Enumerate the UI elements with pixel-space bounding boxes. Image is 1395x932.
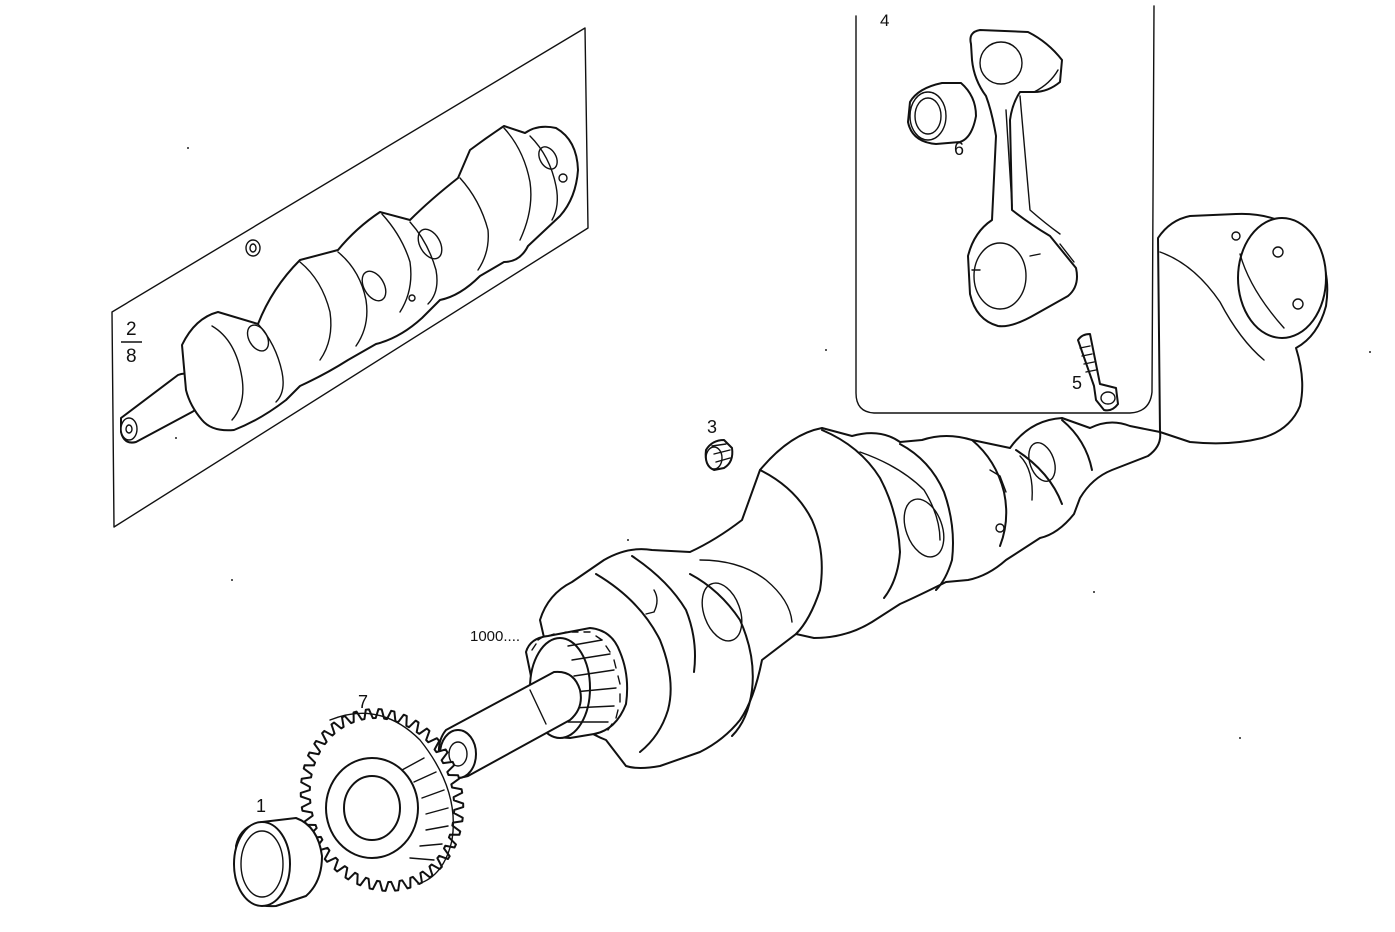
rod-bolt-5 xyxy=(1077,333,1119,412)
inset-crankshaft-drawing xyxy=(120,125,579,444)
callout-3: 3 xyxy=(707,417,717,437)
gear-7 xyxy=(299,708,465,892)
plug-3 xyxy=(704,439,734,471)
inset-small-plug xyxy=(245,239,261,257)
callout-6: 6 xyxy=(954,139,964,159)
inset-crankshaft-panel xyxy=(111,27,589,528)
main-crankshaft xyxy=(437,212,1329,779)
inset-conrod-panel xyxy=(855,5,1155,414)
callout-2: 2 xyxy=(126,319,137,340)
bearing-ring-1 xyxy=(233,817,323,908)
callout-4: 4 xyxy=(880,11,889,30)
callout-7: 7 xyxy=(358,692,368,712)
callout-1000: 1000.... xyxy=(470,628,520,645)
callout-5: 5 xyxy=(1072,373,1082,393)
bushing-6 xyxy=(907,82,977,145)
scan-speckles xyxy=(175,147,1371,739)
callout-8: 8 xyxy=(126,346,137,367)
connecting-rod xyxy=(967,29,1078,328)
callout-labels: 2 8 4 6 5 3 1000.... 7 1 xyxy=(121,11,1082,816)
callout-1: 1 xyxy=(256,796,266,816)
